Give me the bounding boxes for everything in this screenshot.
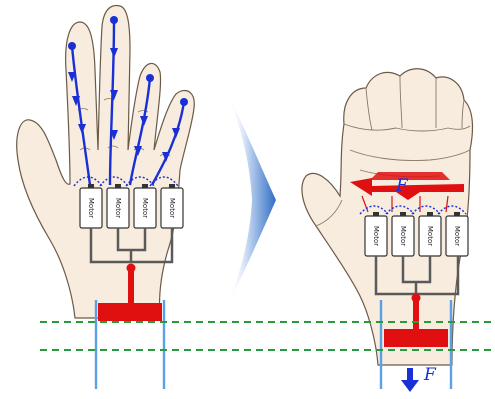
grasping-hand-motor-label-2: Motor — [399, 226, 407, 246]
grasping-hand-motor-shaft-1 — [373, 212, 379, 216]
open-hand-motor-shaft-1 — [88, 184, 94, 188]
grasping-hand-motor-label-4: Motor — [453, 226, 461, 246]
pull-force-label: F — [423, 365, 437, 385]
grasping-hand-motor-label-1: Motor — [372, 226, 380, 246]
open-hand-motor-shaft-2 — [115, 184, 121, 188]
open-hand-panel: Motor Motor Motor Motor — [17, 6, 195, 389]
grasping-hand-motor-label-3: Motor — [426, 226, 434, 246]
grasping-hand-motor-shaft-2 — [400, 212, 406, 216]
grasp-force-label: F — [395, 176, 409, 196]
pull-force-arrow — [401, 368, 419, 392]
open-hand-motor-label-4: Motor — [168, 198, 176, 218]
open-hand-motor-label-2: Motor — [114, 198, 122, 218]
open-hand-motor-label-3: Motor — [141, 198, 149, 218]
grasping-hand-motor-shaft-3 — [427, 212, 433, 216]
open-hand-motor-shaft-3 — [142, 184, 148, 188]
grasping-hand-panel: F Motor Motor Motor Motor F — [302, 69, 473, 392]
open-hand-motor-label-1: Motor — [87, 198, 95, 218]
open-hand-motor-shaft-4 — [169, 184, 175, 188]
grasping-hand-motor-shaft-4 — [454, 212, 460, 216]
open-hand-outline — [17, 6, 195, 318]
transition-arrow — [228, 95, 276, 305]
